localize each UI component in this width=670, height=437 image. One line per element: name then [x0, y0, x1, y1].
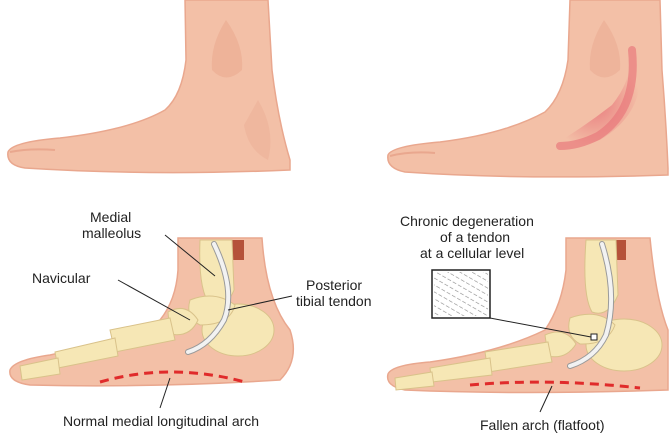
- label-posterior-tibial-1: Posterior: [306, 277, 362, 293]
- leg-muscle: [232, 240, 244, 260]
- label-normal-arch: Normal medial longitudinal arch: [63, 413, 259, 429]
- label-chronic-3: at a cellular level: [420, 245, 524, 261]
- label-fallen-arch: Fallen arch (flatfoot): [480, 417, 605, 433]
- label-chronic-2: of a tendon: [440, 229, 510, 245]
- label-chronic-1: Chronic degeneration: [400, 213, 534, 229]
- normal-foot-skeleton: [10, 238, 294, 386]
- inset-marker: [591, 334, 597, 340]
- cellular-inset-icon: [432, 270, 490, 318]
- flat-foot-skeleton: [388, 238, 668, 393]
- label-posterior-tibial-2: tibial tendon: [296, 293, 372, 309]
- label-medial-malleolus-2: malleolus: [82, 225, 141, 241]
- flat-foot-exterior: [388, 0, 668, 177]
- label-navicular: Navicular: [32, 270, 91, 286]
- label-medial-malleolus-1: Medial: [90, 209, 131, 225]
- normal-foot-exterior: [8, 0, 290, 173]
